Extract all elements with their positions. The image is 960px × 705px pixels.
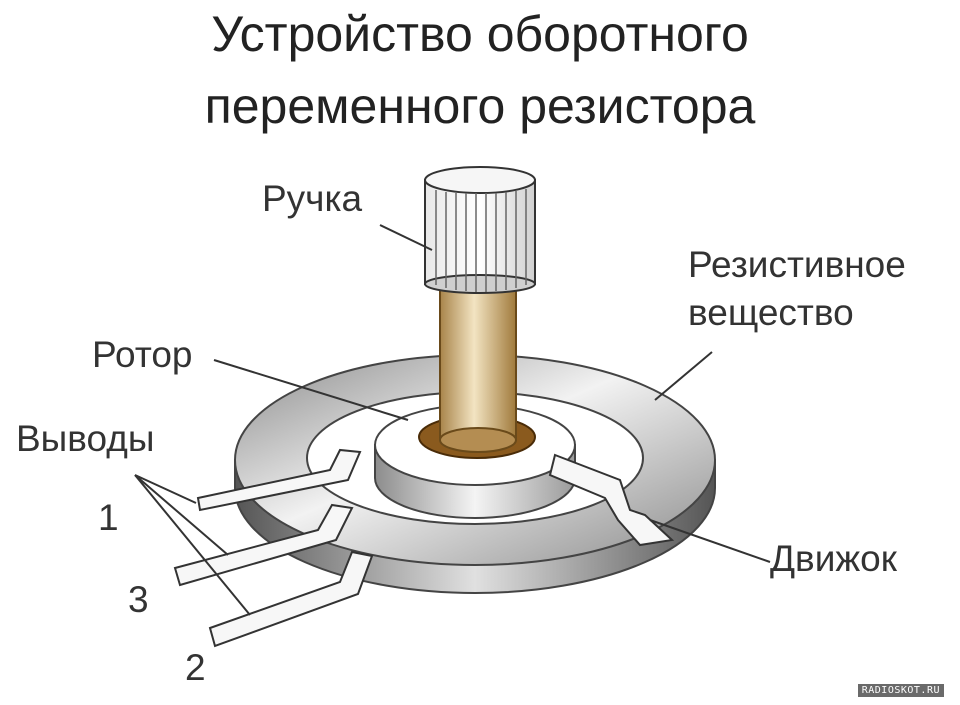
shaft — [439, 279, 517, 453]
knob — [424, 166, 536, 294]
resistive-leader — [654, 351, 713, 401]
handle-leader — [379, 224, 433, 251]
terminal-1 — [196, 448, 362, 512]
terminals-leader-2 — [134, 474, 251, 616]
terminals-leader-3 — [134, 474, 229, 556]
terminal-number-1: 1 — [98, 497, 119, 538]
label-rotor: Ротор — [92, 334, 193, 375]
title-line-1: Устройство оборотного — [211, 6, 749, 62]
label-terminals: Выводы — [16, 418, 155, 459]
rotor-leader — [213, 359, 409, 421]
wiper — [548, 453, 675, 547]
terminal-number-2: 2 — [185, 647, 206, 688]
label-handle: Ручка — [262, 178, 363, 219]
terminal-3 — [173, 503, 354, 587]
label-wiper: Движок — [770, 538, 897, 579]
watermark: RADIOSKOT.RU — [857, 684, 944, 697]
terminals-leader-1 — [134, 474, 197, 504]
terminal-number-3: 3 — [128, 579, 149, 620]
label-resistive-line-1: Резистивное — [688, 244, 906, 285]
wiper-leader — [649, 519, 771, 563]
label-resistive-line-2: вещество — [688, 292, 854, 333]
terminal-2 — [208, 550, 374, 648]
title-line-2: переменного резистора — [204, 78, 756, 134]
